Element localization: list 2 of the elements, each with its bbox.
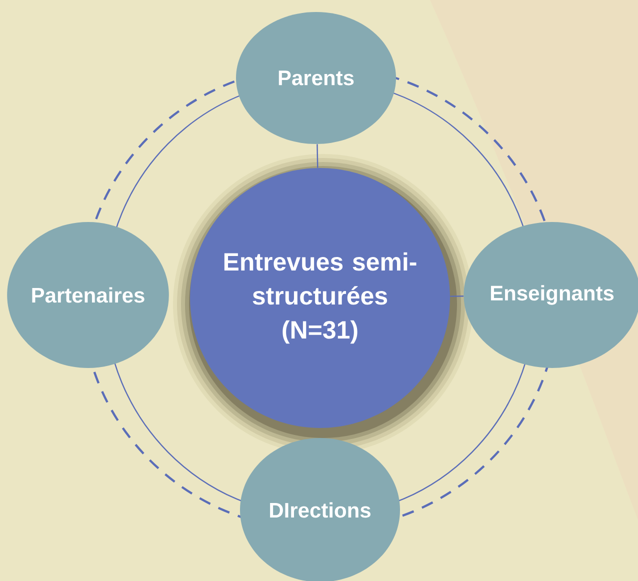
connector-line: [316, 144, 318, 168]
connector-line: [450, 296, 464, 297]
